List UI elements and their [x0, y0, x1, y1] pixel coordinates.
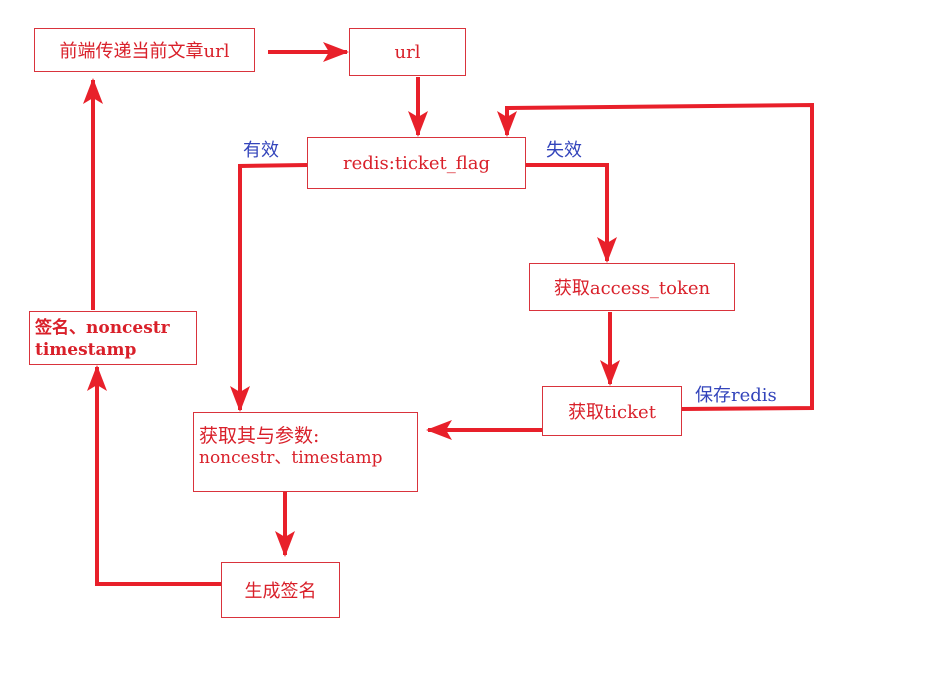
node-get-access-token: 获取access_token: [529, 263, 735, 311]
node-signature-line2: timestamp: [35, 340, 137, 360]
node-get-params: 获取其与参数: noncestr、timestamp: [193, 412, 418, 492]
node-redis-ticket-flag: redis:ticket_flag: [307, 137, 526, 189]
arrow-redis-valid: [230, 163, 308, 412]
label-invalid: 失效: [546, 140, 582, 161]
node-frontend-url: 前端传递当前文章url: [34, 28, 255, 72]
arrow-generate-to-signature: [87, 365, 221, 586]
node-url: url: [349, 28, 466, 76]
node-signature: 签名、noncestr timestamp: [29, 311, 197, 365]
label-valid: 有效: [243, 140, 279, 161]
node-signature-line1: 签名、noncestr: [35, 318, 170, 338]
node-get-ticket: 获取ticket: [542, 386, 682, 436]
arrow-redis-invalid: [526, 163, 617, 263]
arrow-save-redis: [497, 102, 814, 411]
node-get-params-line2: noncestr、timestamp: [199, 448, 383, 468]
node-get-params-line1: 获取其与参数:: [199, 425, 320, 447]
node-generate-signature: 生成签名: [221, 562, 340, 618]
label-save-redis: 保存redis: [695, 385, 777, 406]
